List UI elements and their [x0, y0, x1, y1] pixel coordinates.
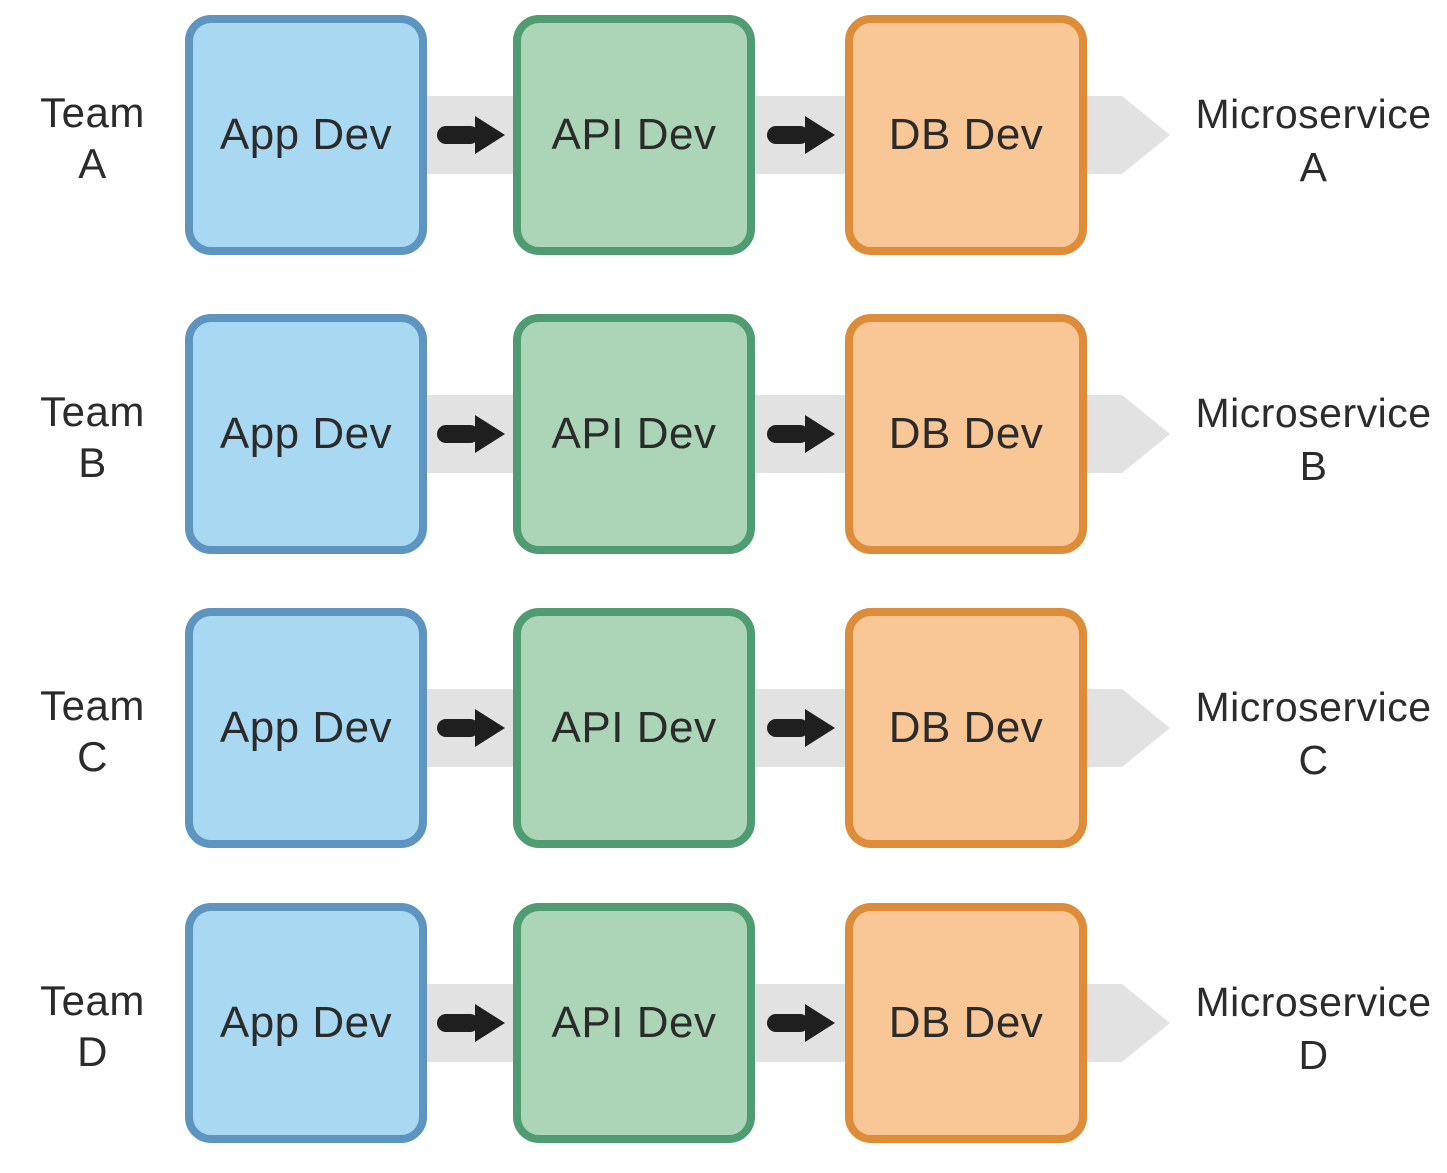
stage-label: DB Dev	[888, 998, 1044, 1047]
microservice-label: Microservice C	[1180, 681, 1447, 788]
arrow-right-icon	[767, 415, 835, 453]
microservice-word: Microservice	[1195, 979, 1432, 1026]
stage-label: App Dev	[219, 409, 393, 458]
stage-label: DB Dev	[888, 409, 1044, 458]
stage-box-db-dev: DB Dev	[845, 608, 1087, 848]
team-letter: B	[78, 439, 107, 487]
team-word: Team	[40, 387, 145, 435]
stage-box-app-dev: App Dev	[185, 903, 427, 1143]
microservice-label: Microservice D	[1180, 976, 1447, 1083]
stage-box-api-dev: API Dev	[513, 903, 755, 1143]
team-word: Team	[40, 681, 145, 729]
microservice-letter: B	[1299, 443, 1328, 490]
pipeline-row-team-c: Team C App Dev API Dev DB Dev Microservi…	[0, 608, 1447, 848]
stage-box-api-dev: API Dev	[513, 608, 755, 848]
stage-box-db-dev: DB Dev	[845, 314, 1087, 554]
microservice-word: Microservice	[1195, 684, 1432, 731]
stage-box-app-dev: App Dev	[185, 15, 427, 255]
stage-label: DB Dev	[888, 110, 1044, 159]
stage-label: App Dev	[219, 110, 393, 159]
team-label: Team B	[0, 386, 185, 488]
arrow-right-icon	[767, 116, 835, 154]
arrow-right-icon	[767, 709, 835, 747]
team-letter: D	[77, 1028, 108, 1076]
pipeline-arrowhead-icon	[1122, 395, 1170, 473]
stage-label: App Dev	[219, 703, 393, 752]
stage-label: API Dev	[551, 703, 717, 752]
pipeline-row-team-d: Team D App Dev API Dev DB Dev Microservi…	[0, 903, 1447, 1143]
arrow-right-icon	[437, 709, 505, 747]
pipeline-row-team-b: Team B App Dev API Dev DB Dev Microservi…	[0, 314, 1447, 554]
stage-box-db-dev: DB Dev	[845, 903, 1087, 1143]
team-letter: A	[78, 140, 107, 188]
stage-label: App Dev	[219, 998, 393, 1047]
microservice-word: Microservice	[1195, 91, 1432, 138]
stage-box-api-dev: API Dev	[513, 15, 755, 255]
pipeline-arrowhead-icon	[1122, 96, 1170, 174]
microservice-letter: A	[1299, 144, 1328, 191]
microservice-letter: D	[1298, 1032, 1329, 1079]
microservice-word: Microservice	[1195, 390, 1432, 437]
pipeline-row-team-a: Team A App Dev API Dev DB Dev Microservi…	[0, 15, 1447, 255]
stage-label: API Dev	[551, 110, 717, 159]
team-label: Team A	[0, 87, 185, 189]
team-label: Team D	[0, 975, 185, 1077]
stage-label: API Dev	[551, 409, 717, 458]
pipeline-arrowhead-icon	[1122, 689, 1170, 767]
arrow-right-icon	[437, 116, 505, 154]
stage-box-api-dev: API Dev	[513, 314, 755, 554]
stage-box-app-dev: App Dev	[185, 314, 427, 554]
team-label: Team C	[0, 680, 185, 782]
microservice-letter: C	[1298, 737, 1329, 784]
team-word: Team	[40, 88, 145, 136]
arrow-right-icon	[767, 1004, 835, 1042]
stage-box-app-dev: App Dev	[185, 608, 427, 848]
microservice-label: Microservice A	[1180, 88, 1447, 195]
stage-box-db-dev: DB Dev	[845, 15, 1087, 255]
team-letter: C	[77, 733, 108, 781]
arrow-right-icon	[437, 1004, 505, 1042]
pipeline-arrowhead-icon	[1122, 984, 1170, 1062]
arrow-right-icon	[437, 415, 505, 453]
stage-label: DB Dev	[888, 703, 1044, 752]
team-word: Team	[40, 976, 145, 1024]
stage-label: API Dev	[551, 998, 717, 1047]
microservice-label: Microservice B	[1180, 387, 1447, 494]
